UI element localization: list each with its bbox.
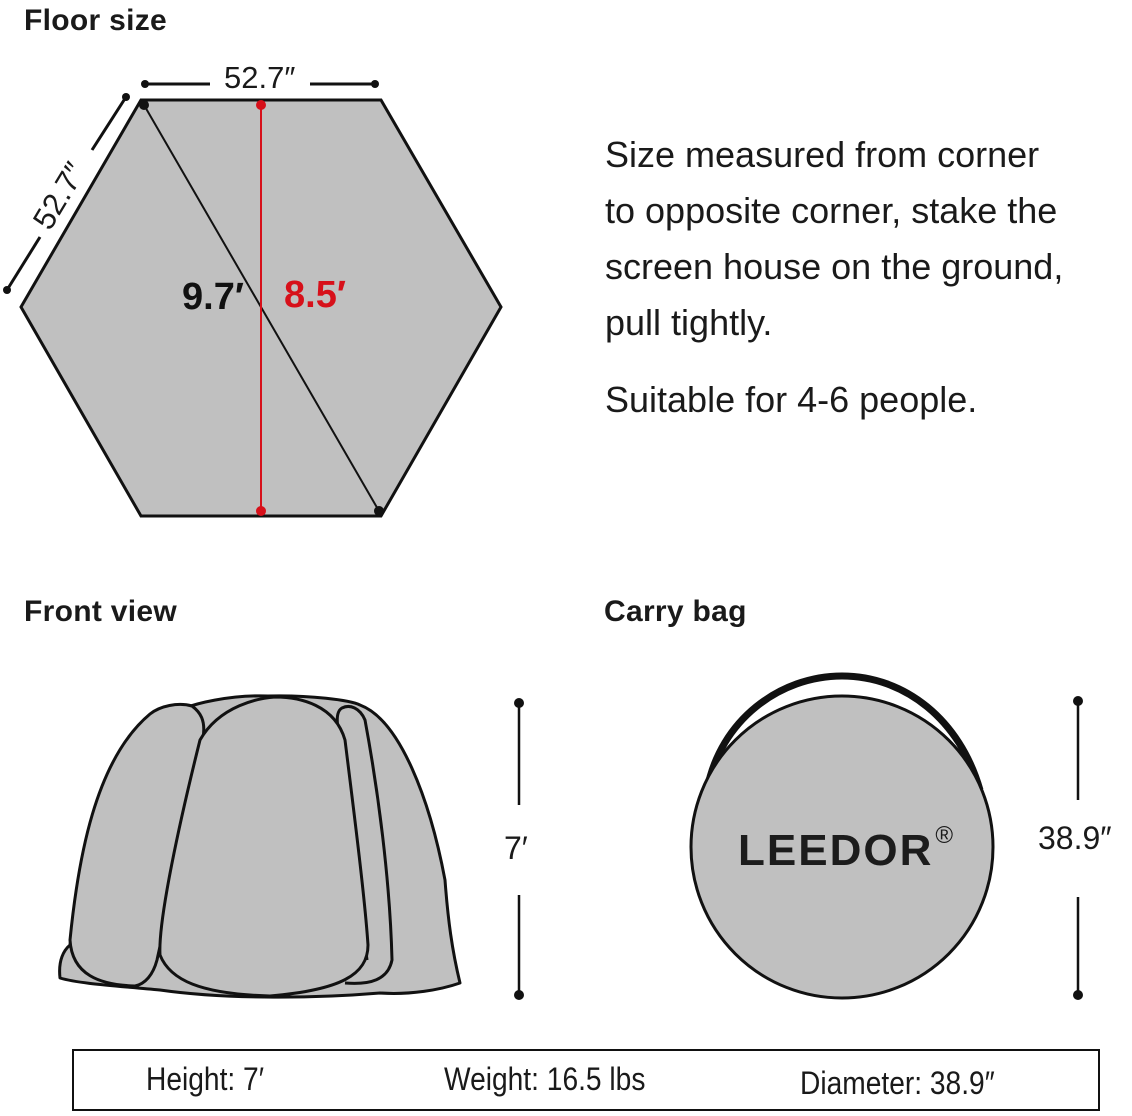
bag-diameter-label: 38.9″ [1038, 820, 1112, 856]
spec-weight: Weight: 16.5 lbs [444, 1061, 646, 1097]
front-height-label: 7′ [504, 830, 528, 866]
floor-top-side-label: 52.7″ [224, 60, 296, 95]
front-view-heading: Front view [24, 595, 178, 628]
brand-logo: LEEDOR® [738, 822, 953, 876]
specs-box: Height: 7′ Weight: 16.5 lbs Diameter: 38… [72, 1049, 1100, 1111]
brand-name: LEEDOR [738, 826, 934, 875]
tent-front-view-icon [58, 694, 462, 999]
floor-size-heading: Floor size [24, 4, 168, 37]
description-line: Size measured from corner [605, 134, 1040, 175]
height-dimension-line [514, 698, 524, 1000]
diagonal-label: 9.7′ [182, 276, 244, 318]
flat-to-flat-label: 8.5′ [284, 274, 346, 316]
spec-height: Height: 7′ [146, 1061, 264, 1097]
registered-mark: ® [935, 822, 954, 849]
carry-bag-heading: Carry bag [604, 595, 747, 628]
description-line: screen house on the ground, [605, 246, 1064, 287]
hexagon-floor-icon [19, 98, 503, 518]
capacity-text: Suitable for 4-6 people. [605, 379, 978, 420]
spec-diameter: Diameter: 38.9″ [800, 1065, 995, 1101]
carry-bag-icon [689, 672, 995, 1000]
floor-description: Size measured from corner to opposite co… [605, 127, 1063, 351]
description-line: pull tightly. [605, 302, 773, 343]
description-line: to opposite corner, stake the [605, 190, 1058, 231]
top-dimension-line [141, 80, 379, 88]
left-dimension-line [3, 93, 130, 294]
diameter-dimension-line [1073, 696, 1083, 1000]
